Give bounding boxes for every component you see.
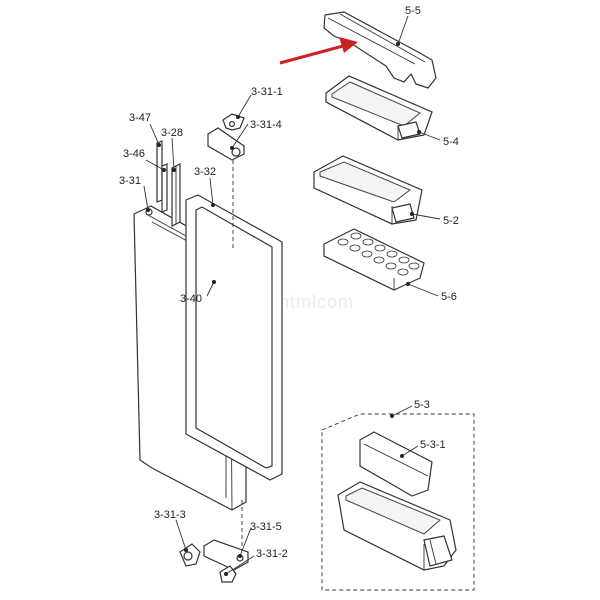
part-3-31-4-hinge-bracket xyxy=(207,127,245,161)
label-5-5: 5-5 xyxy=(405,5,421,17)
label-3-31-5: 3-31-5 xyxy=(250,521,282,533)
leader-lines xyxy=(143,15,441,576)
label-3-32: 3-32 xyxy=(194,166,216,178)
label-5-2: 5-2 xyxy=(443,215,459,227)
label-3-31-4: 3-31-4 xyxy=(250,119,282,131)
label-3-28: 3-28 xyxy=(161,127,183,139)
label-3-46: 3-46 xyxy=(123,148,145,160)
part-3-31-1-top-hinge xyxy=(222,113,245,131)
label-5-3: 5-3 xyxy=(414,399,430,411)
part-3-47-door-strip xyxy=(156,140,163,203)
label-3-31-2: 3-31-2 xyxy=(256,548,288,560)
part-5-3-1-bin-divider xyxy=(359,431,433,497)
part-3-46-door-strip xyxy=(161,163,168,213)
part-5-5-bin-cover xyxy=(323,11,437,89)
label-5-3-1: 5-3-1 xyxy=(420,439,446,451)
label-5-4: 5-4 xyxy=(443,136,459,148)
red-arrow-icon xyxy=(279,37,358,65)
part-5-2-door-bin-medium xyxy=(313,155,423,225)
part-5-4-door-bin-small xyxy=(325,75,433,141)
label-3-47: 3-47 xyxy=(129,112,151,124)
label-3-31: 3-31 xyxy=(119,175,141,187)
label-3-31-1: 3-31-1 xyxy=(251,86,283,98)
label-3-31-3: 3-31-3 xyxy=(154,509,186,521)
part-5-3-door-bin-large xyxy=(337,481,457,571)
label-5-6: 5-6 xyxy=(441,291,457,303)
label-3-40: 3-40 xyxy=(180,293,202,305)
part-5-6-egg-tray xyxy=(323,228,425,291)
part-3-31-3-hinge-cap xyxy=(179,543,201,567)
part-3-28-door-strip xyxy=(171,163,181,227)
part-3-32-door-gasket xyxy=(185,194,283,481)
